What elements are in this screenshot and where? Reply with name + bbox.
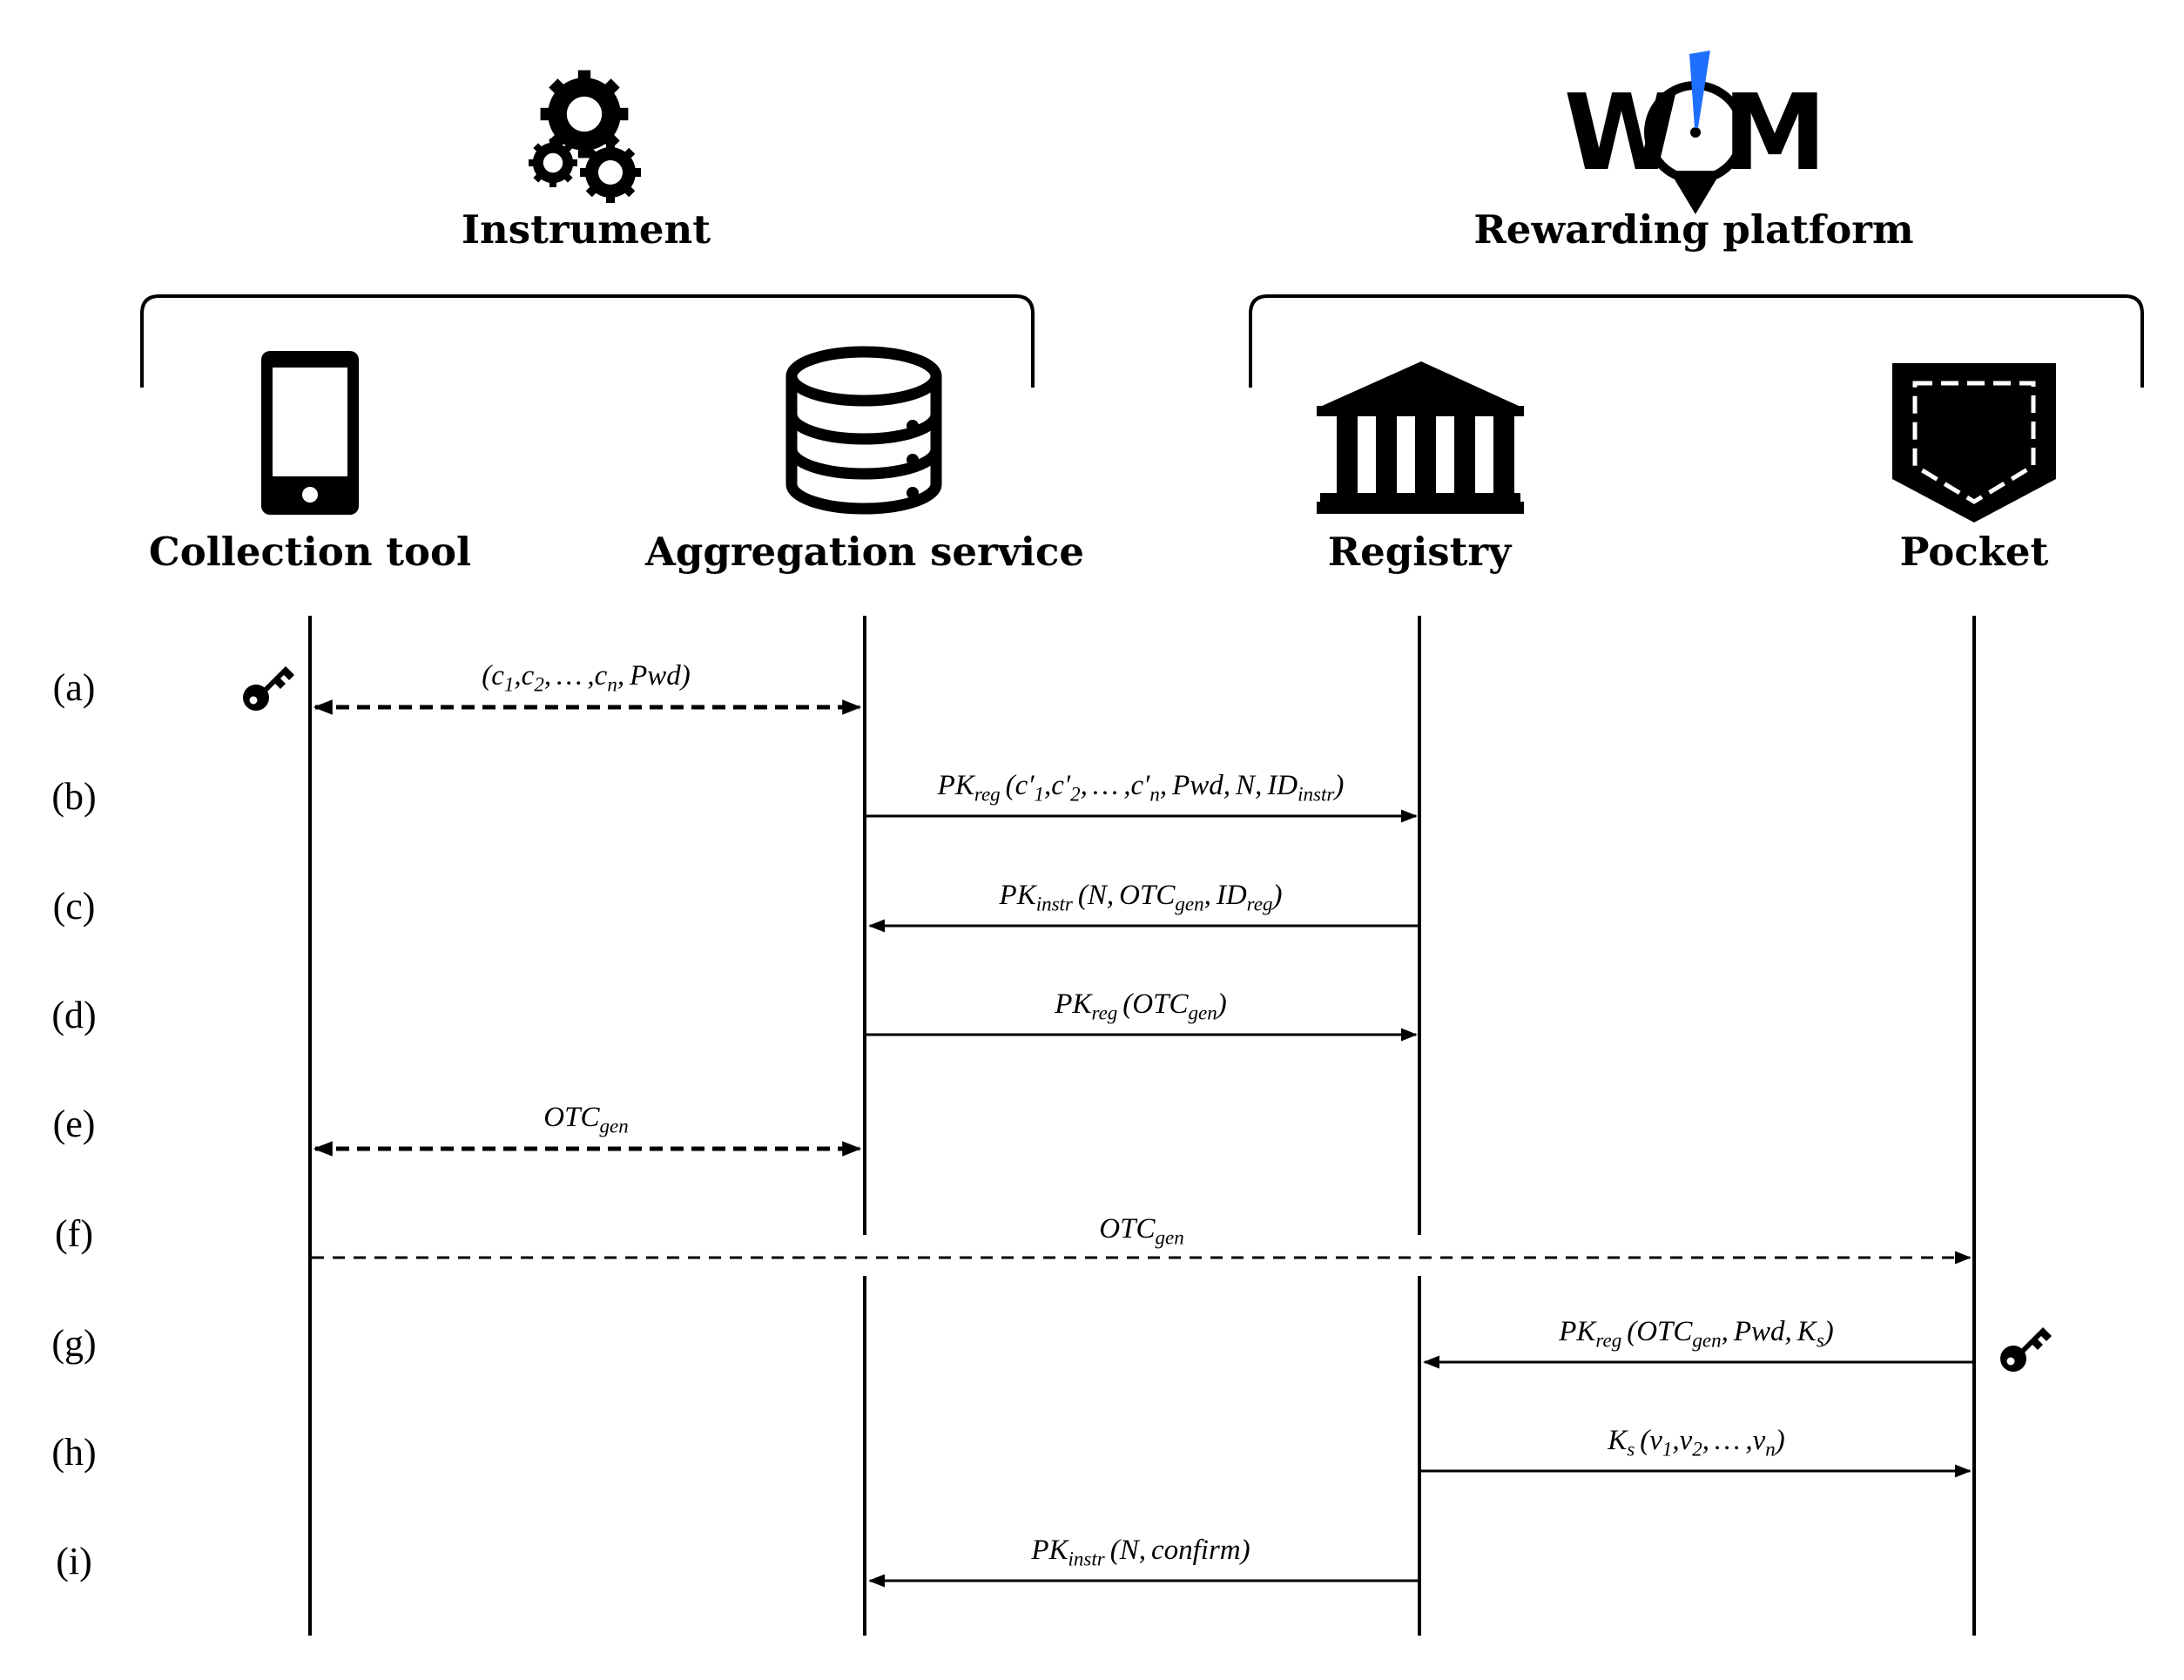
message-f-label: OTCgen [1099, 1213, 1184, 1249]
gears-icon [529, 70, 641, 203]
actor-registry: Registry [1327, 529, 1512, 575]
pocket-icon [1892, 363, 2056, 523]
message-h-label: Ks(v1,v2,…,vn) [1608, 1425, 1785, 1461]
row-label-b: (b) [51, 775, 97, 818]
group-instrument: Instrument [461, 206, 711, 253]
wom-logo: W M [1564, 51, 1827, 214]
wom-logo-w: W [1564, 73, 1679, 194]
row-label-e: (e) [52, 1103, 96, 1145]
actor-aggregation-service: Aggregation service [644, 529, 1085, 575]
smartphone-icon [261, 351, 359, 515]
row-label-d: (d) [51, 994, 97, 1036]
row-label-c: (c) [52, 885, 96, 928]
message-e-label: OTCgen [543, 1102, 629, 1137]
wom-logo-m: M [1722, 73, 1826, 194]
message-a-label: (c1,c2,…,cn,Pwd) [482, 660, 691, 696]
message-i-label: PKinstr(N,confirm) [1031, 1535, 1250, 1570]
row-label-a: (a) [52, 666, 96, 709]
message-b-label: PKreg(c′1,c′2,…,c′n,Pwd,N,IDinstr) [937, 770, 1345, 806]
bank-icon [1317, 361, 1524, 514]
row-label-i: (i) [56, 1540, 92, 1582]
message-c-label: PKinstr(N,OTCgen,IDreg) [999, 880, 1283, 915]
rewarding-bracket [1249, 294, 2144, 388]
row-label-f: (f) [55, 1212, 93, 1255]
row-label-g: (g) [51, 1322, 97, 1365]
group-rewarding-platform: Rewarding platform [1473, 206, 1914, 253]
actor-collection-tool: Collection tool [148, 529, 472, 575]
instrument-bracket [140, 294, 1035, 388]
database-icon [785, 346, 942, 515]
message-g-label: PKreg(OTCgen,Pwd,Ks) [1559, 1316, 1834, 1352]
row-label-h: (h) [51, 1431, 97, 1474]
message-d-label: PKreg(OTCgen) [1055, 988, 1227, 1024]
actor-pocket: Pocket [1899, 529, 2049, 575]
